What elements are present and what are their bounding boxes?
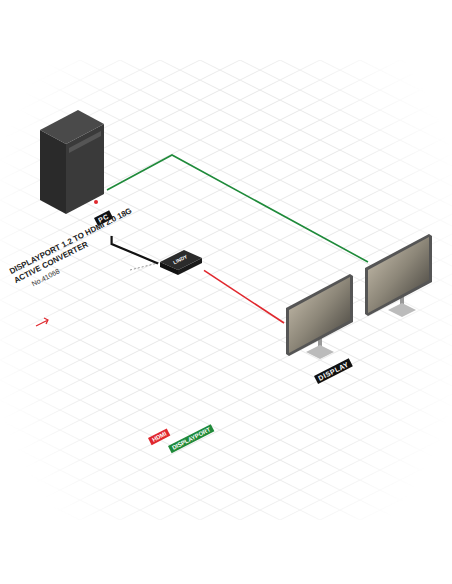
monitor: [365, 234, 432, 317]
monitor: DISPLAY: [284, 262, 364, 384]
device-label: DISPLAY: [314, 358, 353, 384]
hdmi-cable: [204, 270, 284, 323]
displayport-cable: [112, 236, 158, 263]
displayport-cable: [107, 155, 368, 262]
converter-box: LINDY: [158, 248, 204, 276]
arrow-icon: [36, 318, 48, 326]
